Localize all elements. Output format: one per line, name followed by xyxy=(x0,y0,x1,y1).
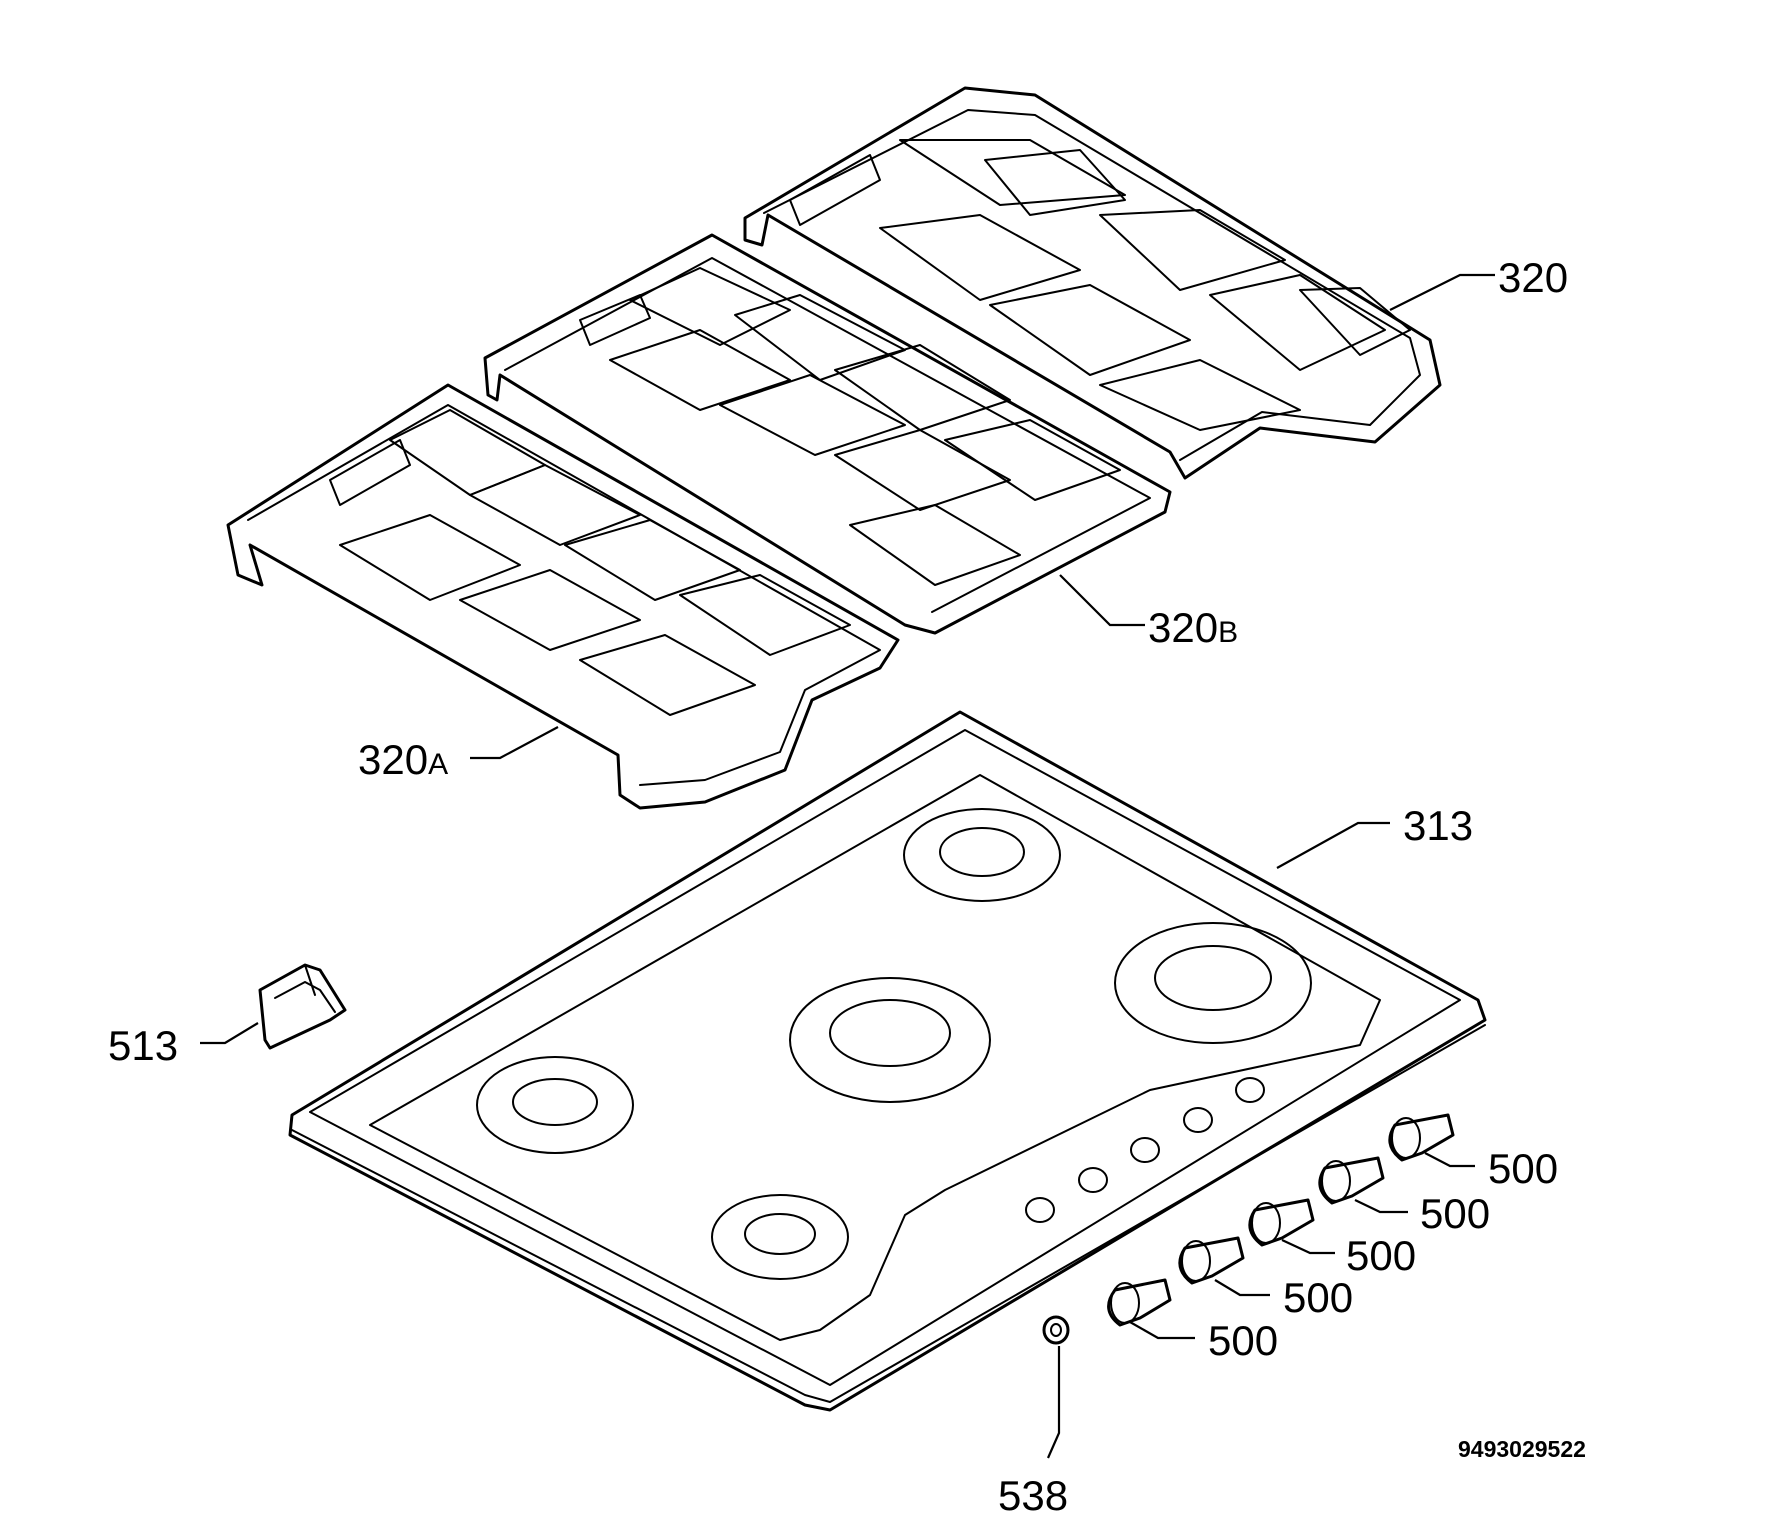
label-500-1: 500 xyxy=(1208,1317,1278,1364)
label-320b: 320B xyxy=(1148,604,1238,651)
leader-500-3 xyxy=(1281,1239,1335,1255)
control-knob-1 xyxy=(1107,1278,1172,1327)
label-500-5: 500 xyxy=(1488,1145,1558,1192)
label-320b-suffix: B xyxy=(1218,616,1238,649)
label-320a: 320A xyxy=(358,736,448,783)
pan-support-320 xyxy=(743,86,1442,480)
label-313: 313 xyxy=(1403,802,1473,849)
pan-support-320b xyxy=(483,233,1172,635)
leader-500-1 xyxy=(1129,1321,1195,1340)
control-knob-3 xyxy=(1248,1198,1315,1247)
bracket-513 xyxy=(258,963,347,1050)
leader-lines xyxy=(200,273,1495,1459)
control-knob-5 xyxy=(1388,1113,1455,1162)
leader-320a xyxy=(470,726,559,760)
leader-513 xyxy=(200,1022,259,1045)
label-320a-suffix: A xyxy=(428,748,448,781)
label-513: 513 xyxy=(108,1022,178,1069)
spark-button-538 xyxy=(1042,1315,1070,1345)
drawing-code: 9493029522 xyxy=(1458,1436,1586,1462)
label-500-4: 500 xyxy=(1420,1190,1490,1237)
label-538: 538 xyxy=(998,1472,1068,1519)
leader-313 xyxy=(1276,821,1390,869)
leader-500-2 xyxy=(1214,1279,1270,1297)
leader-320 xyxy=(1389,273,1495,311)
label-320: 320 xyxy=(1498,254,1568,301)
label-320a-number: 320 xyxy=(358,736,428,783)
leader-500-4 xyxy=(1354,1199,1408,1214)
leader-320b xyxy=(1059,574,1145,627)
pan-support-320a xyxy=(226,383,900,810)
leader-538 xyxy=(1046,1346,1061,1459)
control-knob-2 xyxy=(1178,1236,1245,1285)
leader-500-5 xyxy=(1424,1152,1475,1168)
control-knob-4 xyxy=(1318,1156,1385,1205)
label-500-2: 500 xyxy=(1283,1274,1353,1321)
hob-top-313 xyxy=(288,710,1487,1412)
label-320b-number: 320 xyxy=(1148,604,1218,651)
label-500-3: 500 xyxy=(1346,1232,1416,1279)
